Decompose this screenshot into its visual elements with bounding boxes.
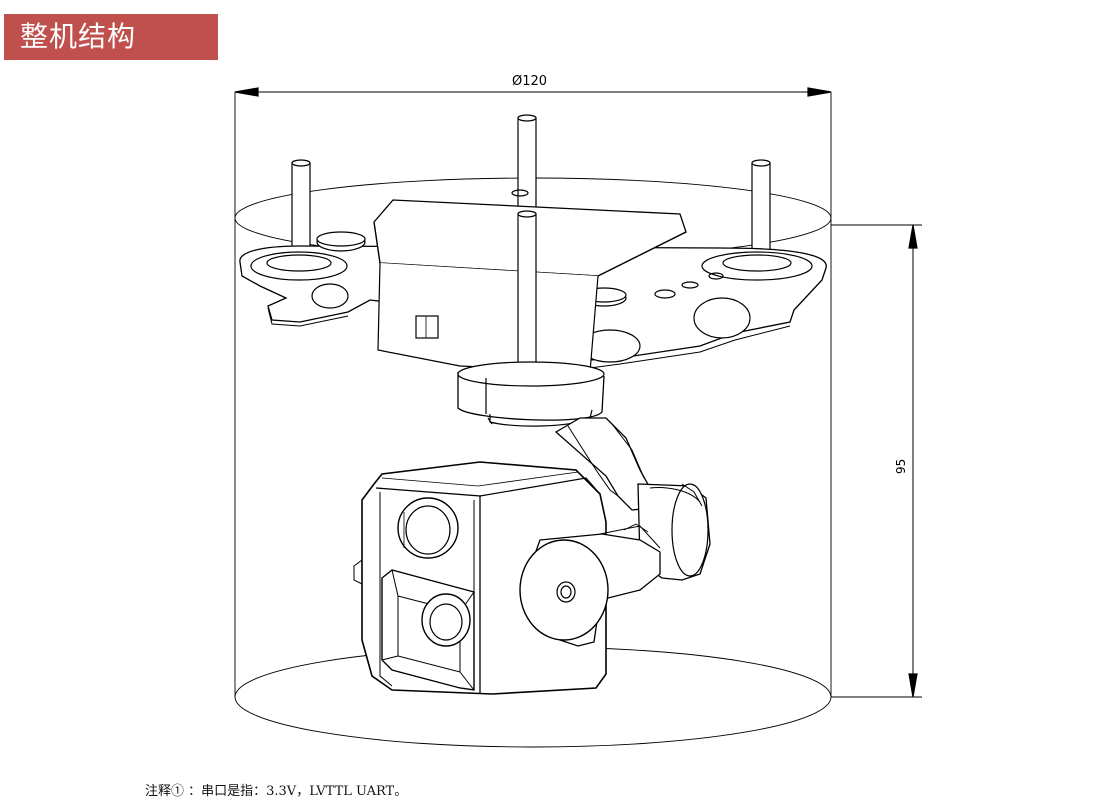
serial-port-note: 注释① ：串口是指：3.3V，LVTTL UART。 <box>145 784 408 799</box>
diameter-dimension: Ø120 <box>234 74 832 97</box>
upper-lens <box>397 497 459 559</box>
diameter-label: Ø120 <box>512 74 547 89</box>
height-label: 95 <box>894 459 908 474</box>
section-title: 整机结构 <box>20 20 137 53</box>
height-dimension: 95 <box>831 224 922 698</box>
yaw-motor <box>457 361 605 427</box>
lower-lens-housing <box>381 569 475 691</box>
gimbal-camera-structure-drawing: Ø120 95 <box>234 74 922 748</box>
side-joint <box>519 523 661 647</box>
front-standoff <box>517 210 537 365</box>
section-header: 整机结构 <box>4 14 218 60</box>
